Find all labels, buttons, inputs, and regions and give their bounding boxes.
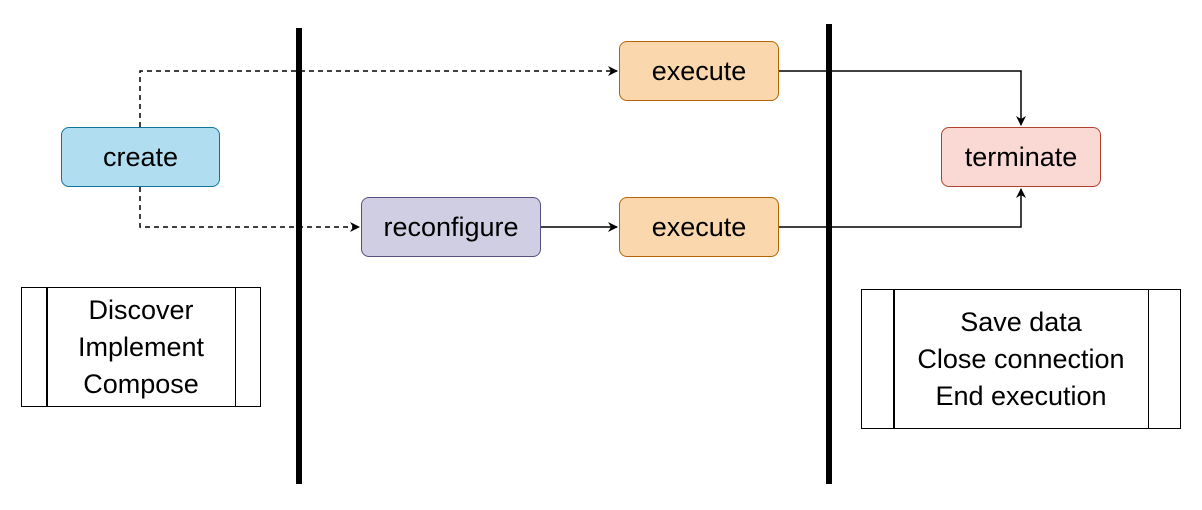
execute-bottom-label: execute <box>651 211 747 242</box>
terminate-node[interactable]: terminate <box>941 127 1101 187</box>
process-line-close-connection: Close connection <box>917 343 1125 374</box>
execute-node-bottom[interactable]: execute <box>619 197 779 257</box>
process-line-save-data: Save data <box>960 306 1082 337</box>
process-line-end-execution: End execution <box>935 380 1107 411</box>
connector-execute-bottom-to-terminate <box>779 188 1026 228</box>
process-line-compose: Compose <box>83 368 199 399</box>
process-line-implement: Implement <box>77 331 205 362</box>
process-line-discover: Discover <box>88 294 194 325</box>
reconfigure-node[interactable]: reconfigure <box>361 197 541 257</box>
execute-top-label: execute <box>651 55 747 86</box>
connector-create-to-execute-top <box>139 66 618 127</box>
connector-create-to-reconfigure <box>139 187 360 232</box>
create-phase-process-box[interactable]: Discover Implement Compose <box>21 287 261 407</box>
create-node[interactable]: create <box>61 127 220 187</box>
reconfigure-label: reconfigure <box>383 211 519 242</box>
execute-node-top[interactable]: execute <box>619 41 779 101</box>
connector-execute-top-to-terminate <box>779 70 1026 126</box>
terminate-label: terminate <box>964 141 1078 172</box>
terminate-phase-process-box[interactable]: Save data Close connection End execution <box>861 289 1181 429</box>
create-label: create <box>102 141 179 172</box>
